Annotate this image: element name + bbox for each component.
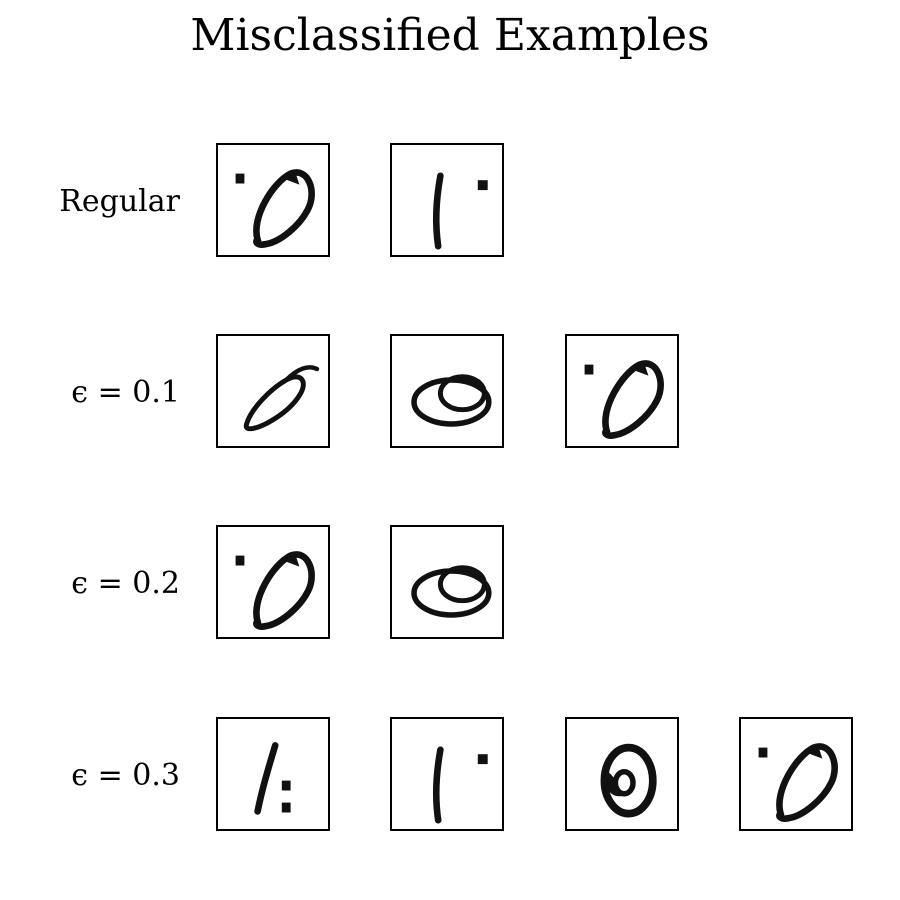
digit-glyph: [235, 551, 315, 630]
digit-glyph: [243, 365, 320, 432]
digit-image-zero-thin-slanted: [216, 334, 330, 448]
row-label-eps-0-1: ϵ = 0.1: [71, 375, 180, 410]
digit-glyph: [411, 565, 492, 618]
digit-image-zero-slanted-dot: [739, 717, 853, 831]
digit-image-zero-double-loop: [390, 525, 504, 639]
digit-glyph: [433, 172, 488, 250]
digit-glyph: [758, 743, 838, 822]
row-label-regular: Regular: [59, 184, 180, 219]
digit-glyph: [433, 746, 488, 824]
digit-image-zero-bold-round: [565, 717, 679, 831]
digit-glyph: [584, 360, 664, 439]
row-label-eps-0-2: ϵ = 0.2: [71, 566, 180, 601]
digit-image-zero-double-loop: [390, 334, 504, 448]
digit-image-zero-slanted-dot: [565, 334, 679, 448]
digit-image-zero-slanted-dot: [216, 525, 330, 639]
digit-image-one-with-dot: [390, 717, 504, 831]
digit-image-one-with-dots: [216, 717, 330, 831]
digit-glyph: [600, 743, 657, 818]
figure-title: Misclassified Examples: [190, 10, 710, 61]
digit-image-zero-slanted-dot: [216, 143, 330, 257]
row-label-eps-0-3: ϵ = 0.3: [71, 758, 180, 793]
digit-image-one-with-dot: [390, 143, 504, 257]
digit-glyph: [254, 742, 291, 815]
digit-glyph: [235, 169, 315, 248]
digit-glyph: [411, 374, 492, 427]
